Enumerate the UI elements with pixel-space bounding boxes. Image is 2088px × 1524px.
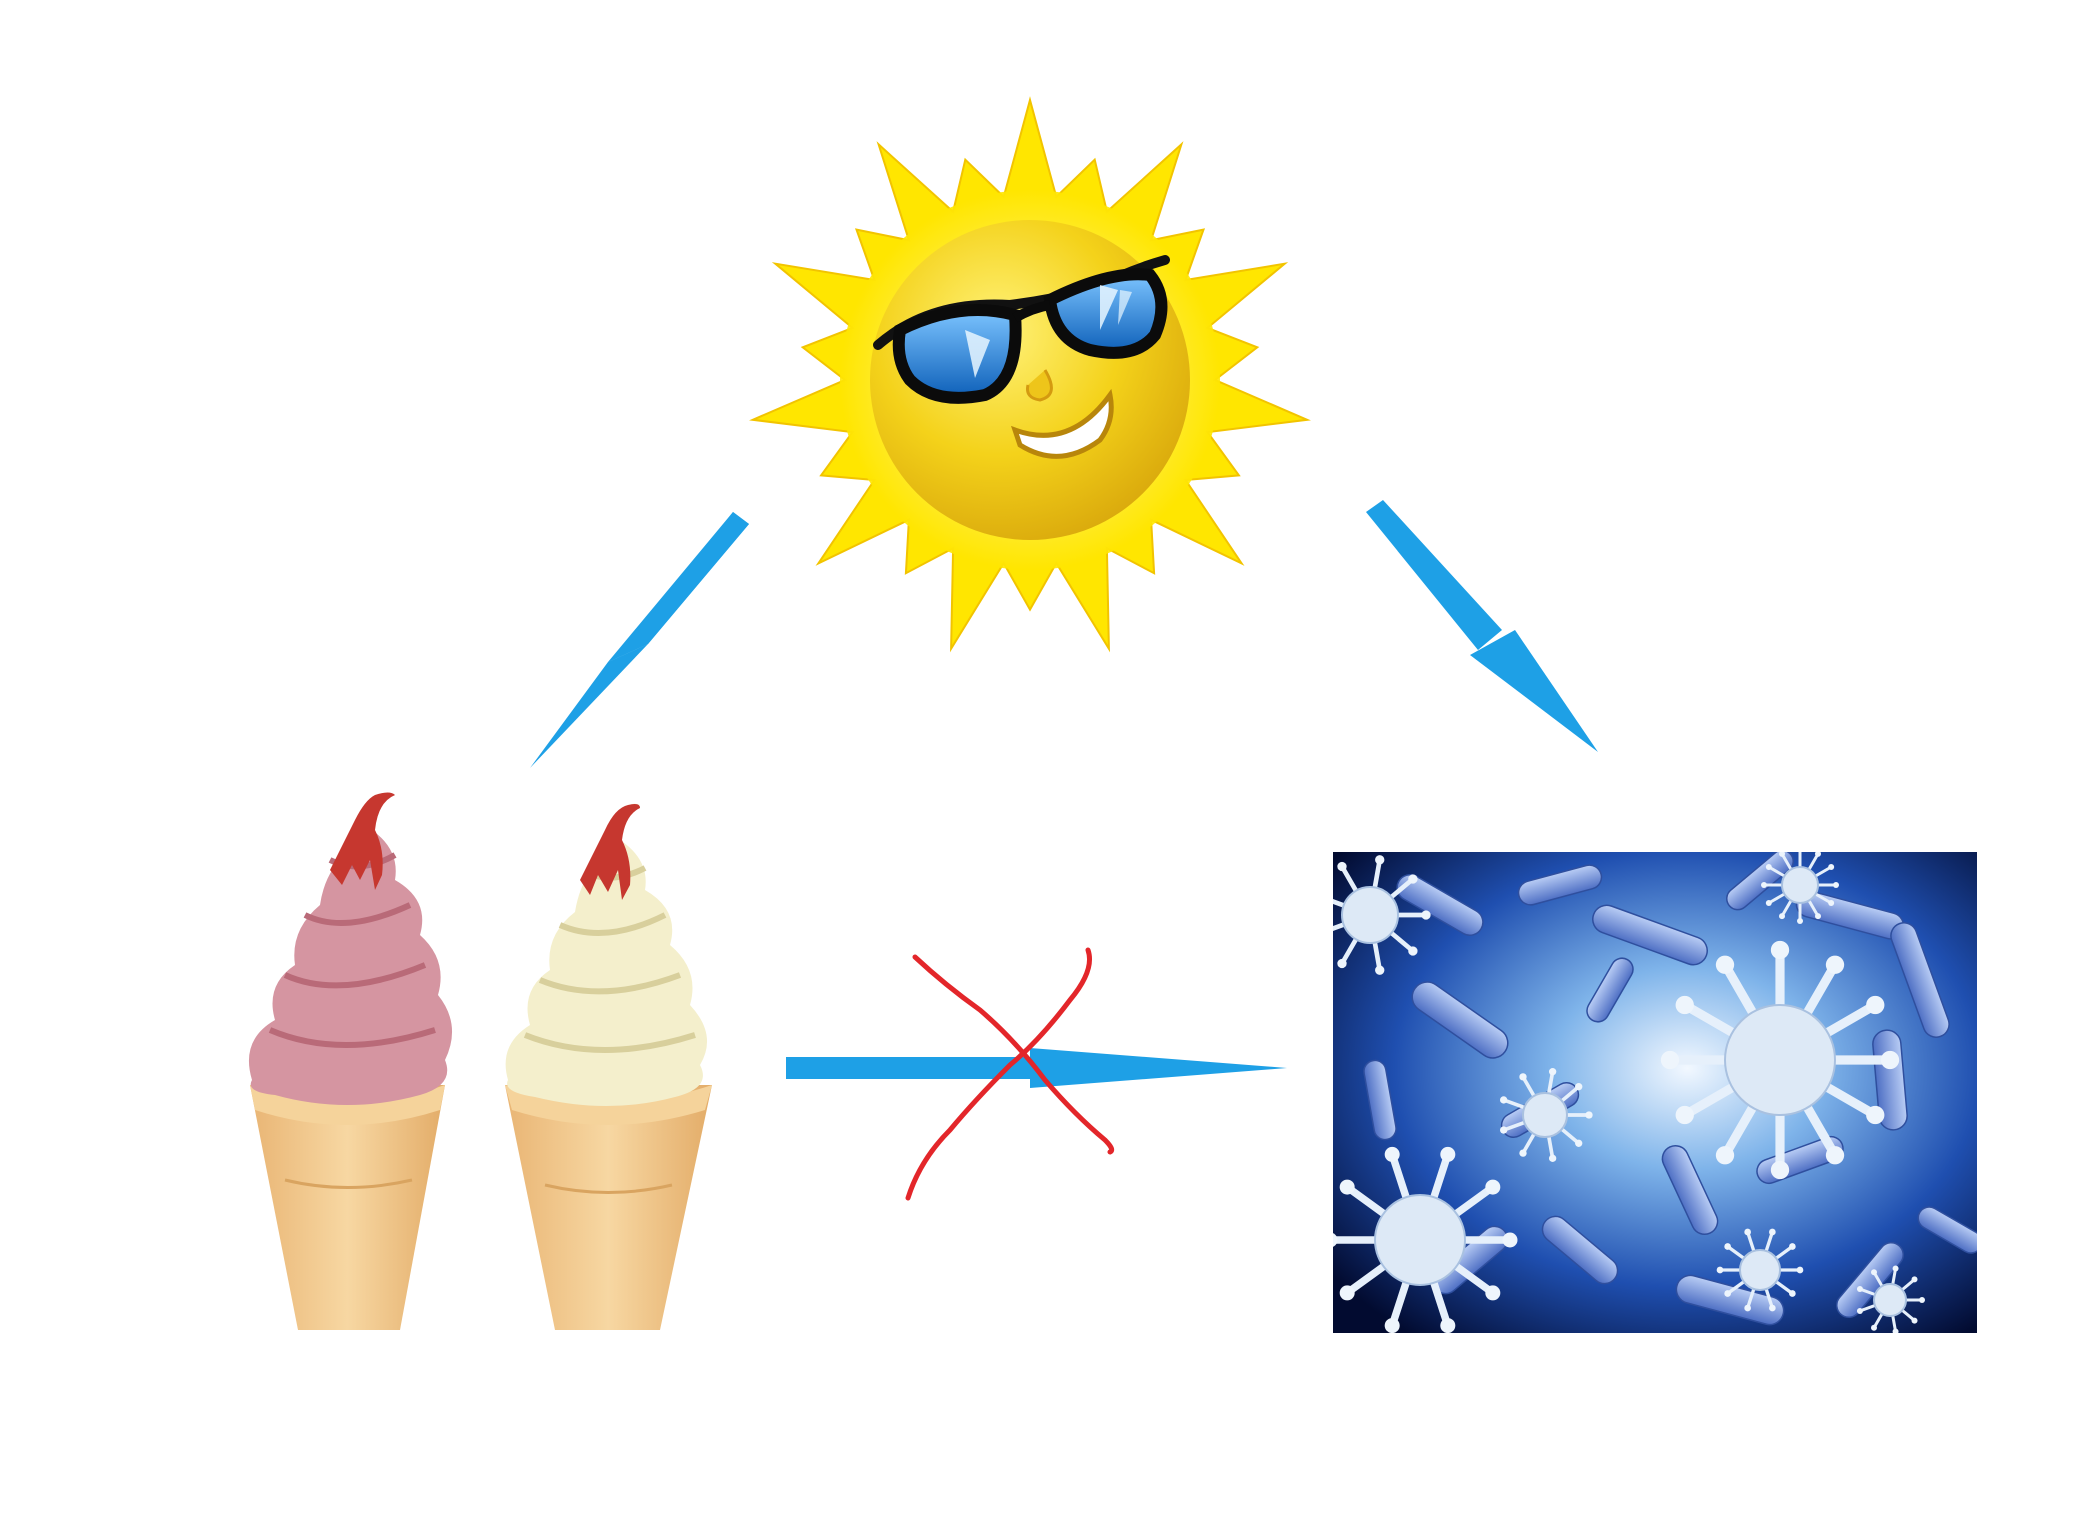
arrow-icon xyxy=(530,512,749,768)
bacterium xyxy=(1872,1029,1908,1131)
ice-cream-cone-icon xyxy=(505,803,712,1330)
cone xyxy=(505,1085,712,1330)
bacterium xyxy=(1726,852,1794,911)
syrup-topping xyxy=(580,804,640,900)
arrow-icon xyxy=(1366,500,1598,752)
bacterium xyxy=(1541,1215,1619,1285)
bacteria-and-viruses-icon xyxy=(1333,852,1977,1333)
sun-with-sunglasses-icon xyxy=(749,96,1311,653)
bacterium xyxy=(1586,957,1634,1023)
cross-mark-icon xyxy=(905,947,1115,1201)
arrow-icon xyxy=(786,1048,1287,1088)
virus xyxy=(1761,852,1839,924)
ice-cream-swirl xyxy=(248,793,453,1105)
ice-cream-swirl xyxy=(505,803,708,1106)
bacterium xyxy=(1363,1059,1397,1141)
ice-cream-cone-icon xyxy=(248,792,453,1330)
virus xyxy=(1333,855,1431,975)
bacterium xyxy=(1917,1206,1977,1254)
virus xyxy=(1716,1228,1804,1312)
bacterium xyxy=(1661,1144,1719,1236)
bacterium xyxy=(1675,1274,1785,1326)
sun-smile xyxy=(1010,388,1114,459)
bacterium xyxy=(1411,981,1509,1059)
sunglasses-icon xyxy=(873,255,1170,404)
virus xyxy=(1333,1146,1518,1333)
virus xyxy=(1856,1265,1925,1333)
cone xyxy=(250,1085,445,1330)
virus xyxy=(1660,940,1900,1180)
bacterium xyxy=(1517,864,1603,906)
bacterium xyxy=(1592,904,1708,966)
sun-nose xyxy=(1026,369,1053,402)
virus xyxy=(1499,1068,1593,1162)
bacterium xyxy=(1396,874,1484,936)
syrup-topping xyxy=(330,792,395,890)
bacterium xyxy=(1890,922,1950,1038)
